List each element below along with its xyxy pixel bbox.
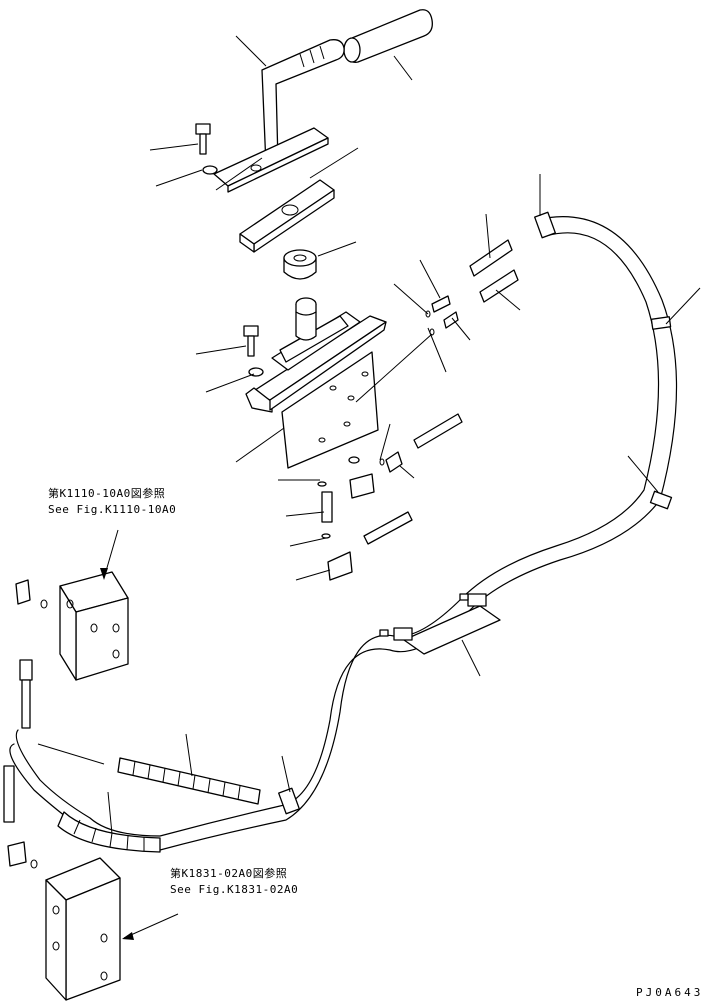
hydraulic-hose: [9, 211, 678, 851]
o-ring: [321, 533, 331, 539]
lower-valve-block: [3, 765, 121, 1001]
lock-washer: [202, 165, 218, 175]
elbow-fitting: [349, 473, 375, 499]
elbow-fitting: [7, 841, 27, 867]
lever-knob-grip: [343, 9, 433, 63]
reference-note-lower: 第K1831-02A0図参照 See Fig.K1831-02A0: [170, 866, 298, 898]
hose-clamp: [649, 490, 673, 510]
lever-arm: [261, 39, 345, 167]
hose-end-fitting: [3, 765, 15, 823]
hose-end-fitting: [363, 511, 413, 545]
hose-end-fitting: [479, 269, 519, 303]
o-ring: [425, 310, 431, 318]
adapter-fitting: [431, 295, 451, 313]
o-ring: [30, 859, 38, 869]
adapter-fitting: [385, 451, 403, 473]
upper-valve-block: [15, 571, 129, 729]
leader-lines: [37, 35, 701, 940]
reference-note-upper: 第K1110-10A0図参照 See Fig.K1110-10A0: [48, 486, 176, 518]
hose-end-fitting: [19, 659, 33, 681]
reference-note-jp: 第K1831-02A0図参照: [170, 867, 288, 880]
reference-note-en: See Fig.K1831-02A0: [170, 883, 299, 896]
o-ring: [379, 458, 385, 466]
o-ring: [348, 456, 360, 464]
elbow-fitting: [327, 551, 353, 581]
mount-bolt: [195, 123, 211, 155]
spacer-plate: [239, 179, 335, 253]
valve-fittings: [317, 239, 519, 581]
o-ring: [317, 481, 327, 487]
adapter-fitting: [443, 311, 459, 329]
control-valve: [243, 297, 387, 469]
straight-adapter: [321, 491, 333, 523]
elbow-fitting: [15, 579, 31, 605]
reference-note-en: See Fig.K1110-10A0: [48, 503, 177, 516]
drawing-code: PJ0A643: [636, 986, 704, 999]
hose-end-fitting: [413, 413, 463, 449]
valve-bolt: [243, 325, 259, 357]
clamp-bracket-plate: [379, 593, 501, 655]
hose-protector-sleeve: [57, 811, 161, 853]
hose-clamp: [534, 211, 556, 239]
rubber-boot: [283, 249, 317, 280]
valve-washer: [248, 367, 264, 377]
hose-clamp: [650, 316, 672, 330]
hose-clamp: [278, 787, 300, 815]
reference-note-jp: 第K1110-10A0図参照: [48, 487, 166, 500]
lever-handle-assembly: [195, 9, 433, 280]
hose-protector-sleeve: [117, 757, 261, 805]
hose-end-fitting: [469, 239, 513, 277]
o-ring: [40, 599, 48, 609]
